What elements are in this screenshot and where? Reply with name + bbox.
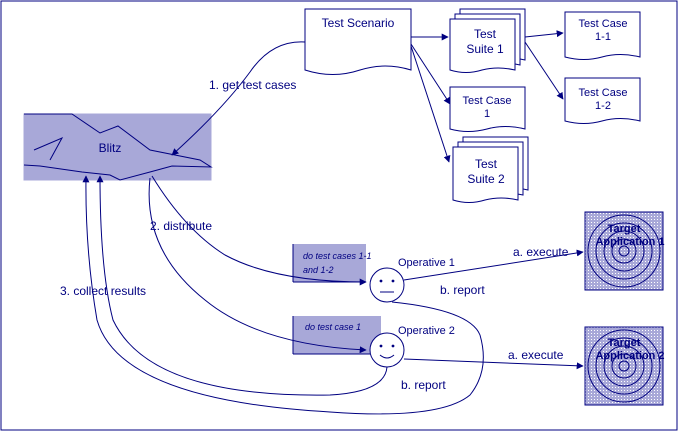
operative-2-eye-icon <box>391 344 395 348</box>
test-suite-1-label-line1: Test <box>474 27 497 41</box>
report-1-label: b. report <box>440 283 485 297</box>
execute-target-1-edge <box>403 249 584 281</box>
test-scenario-node: Test Scenario <box>304 8 412 75</box>
target-1-label-line2: Application 1 <box>595 236 664 248</box>
target-2-label-line1: Target <box>608 337 641 349</box>
note-2-line1: do test case 1 <box>305 322 361 332</box>
operative-2-node: Operative 2 <box>369 325 455 368</box>
test-case-1-1-node: Test Case 1-1 <box>564 11 641 60</box>
test-case-1-2-label-line1: Test Case <box>579 87 628 99</box>
get-test-cases-label: 1. get test cases <box>209 78 296 92</box>
get-test-cases-edge <box>171 41 306 156</box>
test-case-1-2-node: Test Case 1-2 <box>564 77 641 124</box>
test-suite-1-label-line2: Suite 1 <box>466 42 504 56</box>
note-1-line2: and 1-2 <box>303 265 334 275</box>
operative-2-label: Operative 2 <box>398 325 455 337</box>
suite-1-to-test-case-1-2-edge <box>524 41 564 100</box>
test-case-1-label-line1: Test Case <box>463 95 512 107</box>
test-case-1-node: Test Case 1 <box>449 86 526 132</box>
test-case-1-1-label-line1: Test Case <box>579 18 628 30</box>
test-case-1-label-line2: 1 <box>484 108 490 120</box>
suite-1-to-test-case-1-1-edge <box>524 30 564 38</box>
collect-results-label: 3. collect results <box>60 284 146 298</box>
scenario-to-test-case-1-edge <box>410 43 451 105</box>
target-2-label-line2: Application 2 <box>595 350 664 362</box>
note-1: do test cases 1-1 and 1-2 <box>292 244 372 283</box>
scenario-to-suite-2-edge <box>410 45 451 163</box>
distribute-to-operative-2-edge <box>148 177 367 354</box>
test-case-1-1-label-line2: 1-1 <box>595 31 611 43</box>
test-scenario-label: Test Scenario <box>322 16 395 30</box>
operative-1-eye-icon <box>391 279 395 283</box>
collect-results-from-operative-2-edge <box>96 175 388 396</box>
execute-target-2-edge <box>403 358 584 370</box>
target-1-label-line1: Target <box>608 223 641 235</box>
operative-1-label: Operative 1 <box>398 257 455 269</box>
note-2: do test case 1 <box>292 316 381 355</box>
distribute-to-operative-1-edge <box>151 175 367 286</box>
target-application-2-node: Target Application 2 <box>584 326 665 406</box>
test-suite-2-label-line2: Suite 2 <box>467 172 505 186</box>
operative-1-node: Operative 1 <box>369 257 455 303</box>
execute-2-label: a. execute <box>508 348 564 362</box>
operative-2-eye-icon <box>379 344 383 348</box>
operative-1-eye-icon <box>379 279 383 283</box>
note-1-line1: do test cases 1-1 <box>303 251 372 261</box>
distribute-label: 2. distribute <box>150 219 212 233</box>
report-2-label: b. report <box>401 378 446 392</box>
blitz-node: Blitz <box>23 113 213 181</box>
test-suite-1-node: Test Suite 1 <box>449 8 526 73</box>
operative-2-mouth-icon <box>379 354 395 359</box>
test-suite-2-label-line1: Test <box>475 157 498 171</box>
collect-results-from-operative-1-edge <box>82 175 484 415</box>
blitz-label: Blitz <box>99 141 122 155</box>
test-case-1-2-label-line2: 1-2 <box>595 100 611 112</box>
target-application-1-node: Target Application 1 <box>584 211 665 291</box>
test-suite-2-node: Test Suite 2 <box>452 136 529 203</box>
execute-1-label: a. execute <box>513 245 569 259</box>
